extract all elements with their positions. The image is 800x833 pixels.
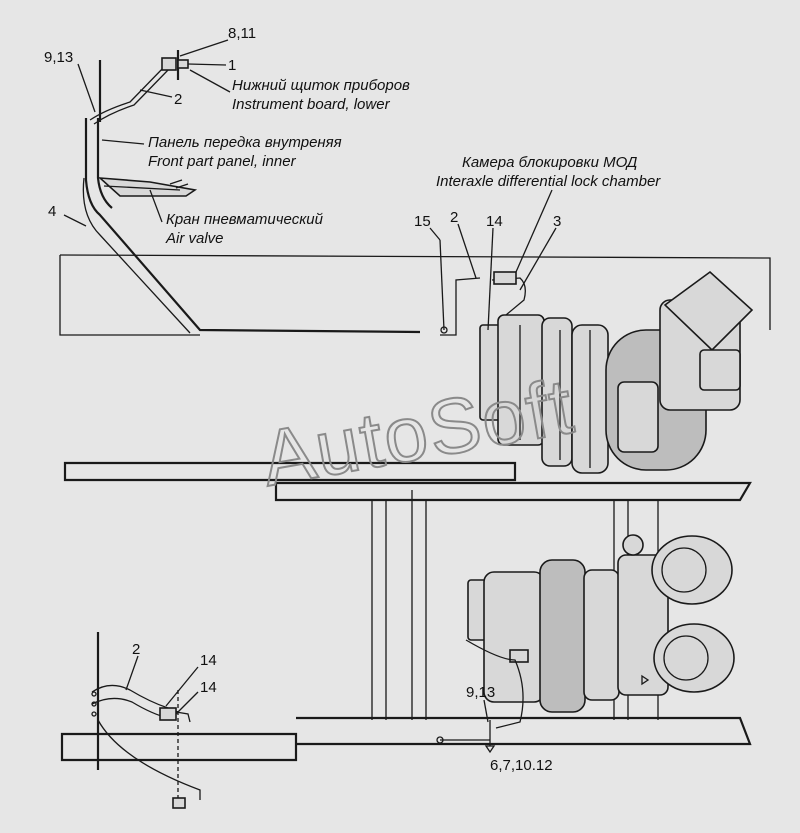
detail-tube-2a: [91, 684, 179, 713]
frame-rail-lower: [60, 732, 298, 762]
callout-4: 4: [48, 203, 56, 220]
side-view: [59, 239, 771, 482]
caption-chamber-ru: Камера блокировки МОД: [462, 154, 638, 171]
detail-view: [91, 632, 201, 809]
tube-15: [439, 239, 445, 331]
callout-3: 3: [553, 213, 561, 230]
caption-valve-ru: Кран пневматический: [166, 211, 324, 228]
frame-rail-upper: [63, 461, 517, 482]
tube-plan: [465, 639, 524, 729]
caption-panel-ru: Панель передка внутреняя: [148, 134, 342, 151]
callout-9-13-bottom: 9,13: [466, 684, 495, 701]
callout-6-7-10-12: 6,7,10.12: [490, 757, 553, 774]
callout-8-11: 8,11: [228, 25, 256, 42]
tube-4: [82, 177, 191, 334]
plan-view: [60, 481, 752, 762]
caption-instrument-ru: Нижний щиток приборов: [232, 77, 410, 94]
front-panel-inner-fold: [96, 118, 113, 209]
air-valve: [97, 177, 198, 197]
leaders-middle: [429, 189, 557, 331]
caption-chamber-en: Interaxle differential lock chamber: [436, 173, 661, 190]
callout-2-mid: 2: [450, 209, 458, 226]
frame-outline-left: [59, 255, 200, 336]
cab-front-panel-view: [82, 50, 421, 334]
caption-valve-en: Air valve: [165, 230, 224, 247]
detail-valve: [159, 707, 177, 721]
callout-14-b: 14: [200, 679, 217, 696]
fitting: [484, 745, 496, 754]
watermark: AutoSoft: [255, 361, 581, 502]
lock-chamber-tube: [491, 277, 526, 321]
callout-2-top: 2: [174, 91, 182, 108]
leaders-bottom-left: [125, 655, 489, 723]
front-panel-inner: [84, 118, 421, 334]
caption-instrument-en: Instrument board, lower: [232, 96, 391, 113]
instrument-fitting: [161, 57, 177, 71]
lock-chamber: [493, 271, 517, 285]
leaders-top-left: [63, 39, 231, 227]
frame-outline-top: [59, 254, 771, 330]
tube-2-upper: [89, 65, 166, 121]
caption-panel-en: Front part panel, inner: [148, 153, 297, 170]
callout-9-13-top: 9,13: [44, 49, 73, 66]
callout-2-bottom: 2: [132, 641, 140, 658]
callout-1: 1: [228, 57, 236, 74]
transfer-case: [479, 270, 754, 474]
callout-14-mid: 14: [486, 213, 503, 230]
callout-14-a: 14: [200, 652, 217, 669]
transfer-case-plan: [467, 534, 735, 713]
callout-15: 15: [414, 213, 431, 230]
frame-crossmember: [274, 481, 752, 502]
